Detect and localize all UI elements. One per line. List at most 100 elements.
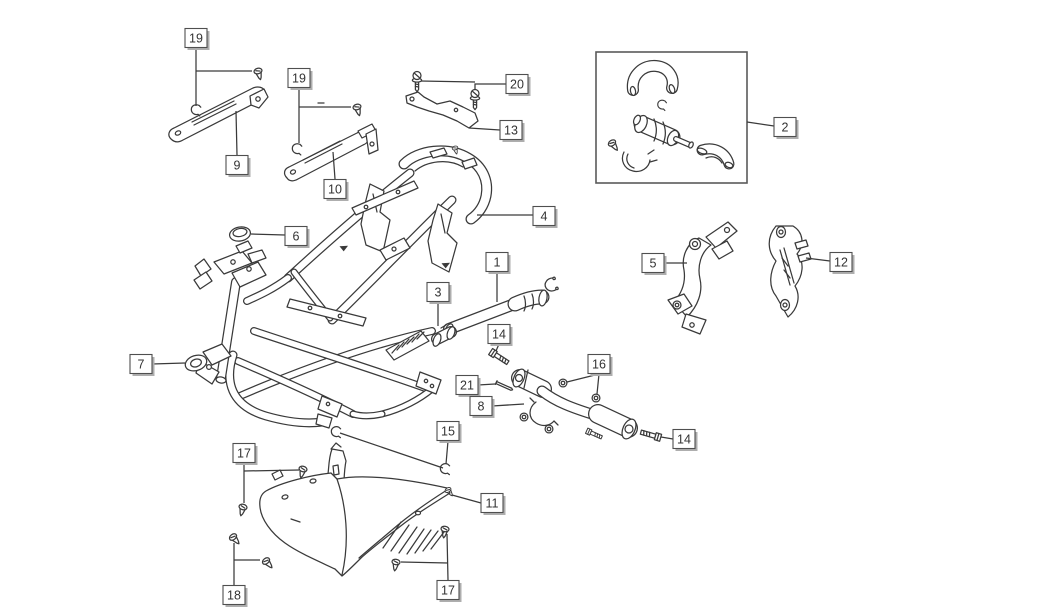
label-box xyxy=(773,116,797,138)
part-label-14: 14 xyxy=(487,323,513,346)
pin-glyph xyxy=(494,380,514,391)
label-box xyxy=(829,251,853,273)
screw-glyph xyxy=(607,139,618,151)
part-number: 4 xyxy=(541,209,548,223)
leader-line-13 xyxy=(468,127,501,131)
fuel-hose-elbow xyxy=(626,59,679,97)
label-box xyxy=(222,584,246,606)
leader-line-9 xyxy=(235,110,238,156)
cross-tube-1 xyxy=(443,289,550,337)
screw-glyph xyxy=(391,558,401,572)
reinforcement-strap-9 xyxy=(168,86,269,143)
label-box xyxy=(532,205,556,227)
label-box xyxy=(455,374,479,396)
screw-glyph xyxy=(298,465,308,479)
part-label-9: 9 xyxy=(225,154,251,177)
part-number: 8 xyxy=(478,399,485,413)
leader-line-10 xyxy=(332,151,336,180)
leader-line-21 xyxy=(477,383,496,386)
nut-glyph xyxy=(591,393,601,403)
screw-glyph xyxy=(444,486,453,497)
part-label-14: 14 xyxy=(672,428,698,451)
part-number: 18 xyxy=(227,588,241,602)
screw-glyph xyxy=(451,145,459,155)
belly-pan-11 xyxy=(259,442,451,577)
screw-glyph xyxy=(253,67,263,81)
leader-line-7 xyxy=(151,362,186,365)
part-label-19: 19 xyxy=(184,27,210,50)
screw-glyph xyxy=(238,503,248,517)
leader-line-2 xyxy=(746,121,775,127)
bolt-glyph xyxy=(488,347,510,366)
part-number: 11 xyxy=(486,496,499,510)
part-label-10: 10 xyxy=(323,178,349,201)
clip-glyph xyxy=(330,426,342,439)
part-label-19: 19 xyxy=(287,67,313,90)
part-number: 9 xyxy=(234,158,241,172)
label-box xyxy=(287,67,311,89)
leader-line-17 xyxy=(243,469,300,472)
part-label-7: 7 xyxy=(129,353,155,376)
label-box xyxy=(426,281,450,303)
label-box xyxy=(225,154,249,176)
leader-line-8 xyxy=(491,403,525,407)
part-label-20: 20 xyxy=(505,73,531,96)
part-number: 16 xyxy=(592,357,606,371)
nut-glyph xyxy=(558,378,568,388)
leader-line-17 xyxy=(400,561,449,564)
part-number: 2 xyxy=(782,120,789,134)
part-label-6: 6 xyxy=(284,225,310,248)
part-number: 14 xyxy=(492,327,506,341)
part-label-1: 1 xyxy=(485,251,511,274)
part-label-16: 16 xyxy=(587,353,613,376)
leader-line-12 xyxy=(805,257,831,262)
part-number: 20 xyxy=(510,77,524,91)
label-box xyxy=(323,178,347,200)
part-number: 7 xyxy=(138,357,145,371)
part-number: 12 xyxy=(834,255,848,269)
boltv-glyph xyxy=(411,70,423,93)
part-label-12: 12 xyxy=(829,251,855,274)
wedge-glyph xyxy=(339,245,349,252)
screw-glyph xyxy=(352,103,362,117)
circlip-glyph xyxy=(544,276,559,292)
leader-line-15 xyxy=(339,432,444,469)
label-box xyxy=(499,119,523,141)
support-bracket-12 xyxy=(768,225,812,318)
label-box xyxy=(485,251,509,273)
part-label-5: 5 xyxy=(641,252,667,275)
fastener-glyphs xyxy=(190,67,667,572)
label-box xyxy=(284,225,308,247)
bolt-glyph xyxy=(639,429,663,442)
screw-glyph xyxy=(440,525,450,539)
bracket-13 xyxy=(405,91,479,129)
part-label-2: 2 xyxy=(773,116,799,139)
label-box xyxy=(129,353,153,375)
part-label-4: 4 xyxy=(532,205,558,228)
clip-glyph xyxy=(439,463,451,476)
label-box xyxy=(505,73,529,95)
part-number: 17 xyxy=(441,583,455,597)
part-number: 3 xyxy=(435,285,442,299)
bolt-glyph xyxy=(585,427,603,440)
part-number: 19 xyxy=(189,31,203,45)
leader-lines xyxy=(151,48,831,585)
steering-column xyxy=(193,240,267,385)
part-number: 14 xyxy=(677,432,691,446)
leader-line-17 xyxy=(446,533,449,581)
label-box xyxy=(587,353,611,375)
leader-line-20 xyxy=(419,80,476,83)
label-box xyxy=(672,428,696,450)
leader-line-15 xyxy=(445,440,449,465)
kit-box-2 xyxy=(595,51,748,184)
clip-glyph xyxy=(657,99,667,112)
part-number: 6 xyxy=(293,229,300,243)
wedge-glyph xyxy=(441,262,451,269)
label-box xyxy=(469,395,493,417)
label-box xyxy=(184,27,208,49)
nut-glyph xyxy=(544,424,554,434)
screw-glyph xyxy=(261,557,273,569)
